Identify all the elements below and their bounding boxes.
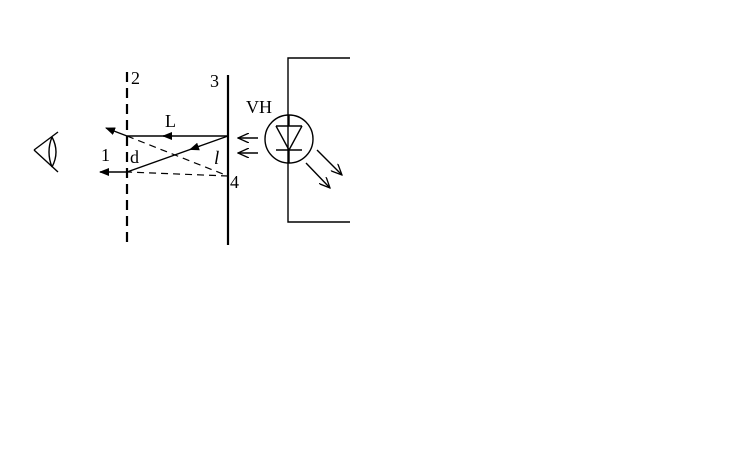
- ray-dashed-horizontal: [126, 171, 229, 177]
- label-plane-2: 2: [131, 68, 140, 88]
- ray-dashed-diagonal: [126, 135, 229, 177]
- label-length-l-italic: l: [214, 148, 219, 169]
- eye-icon: [33, 131, 59, 173]
- ray-solid-diagonal-arrow: [189, 142, 201, 151]
- diode-housing: [287, 57, 350, 223]
- label-point-1: 1: [101, 145, 110, 165]
- ray-upper-exit: [105, 127, 128, 137]
- ray-solid-diagonal: [126, 135, 229, 173]
- label-length-l-upper: L: [165, 111, 176, 131]
- label-diode: VH: [246, 97, 272, 117]
- label-point-4: 4: [230, 172, 239, 192]
- emission-arrow-1: [316, 149, 342, 175]
- label-plane-3: 3: [210, 71, 219, 91]
- emission-arrow-2: [305, 162, 330, 188]
- label-distance-d: d: [130, 147, 139, 167]
- photodiode-icon: [264, 114, 314, 164]
